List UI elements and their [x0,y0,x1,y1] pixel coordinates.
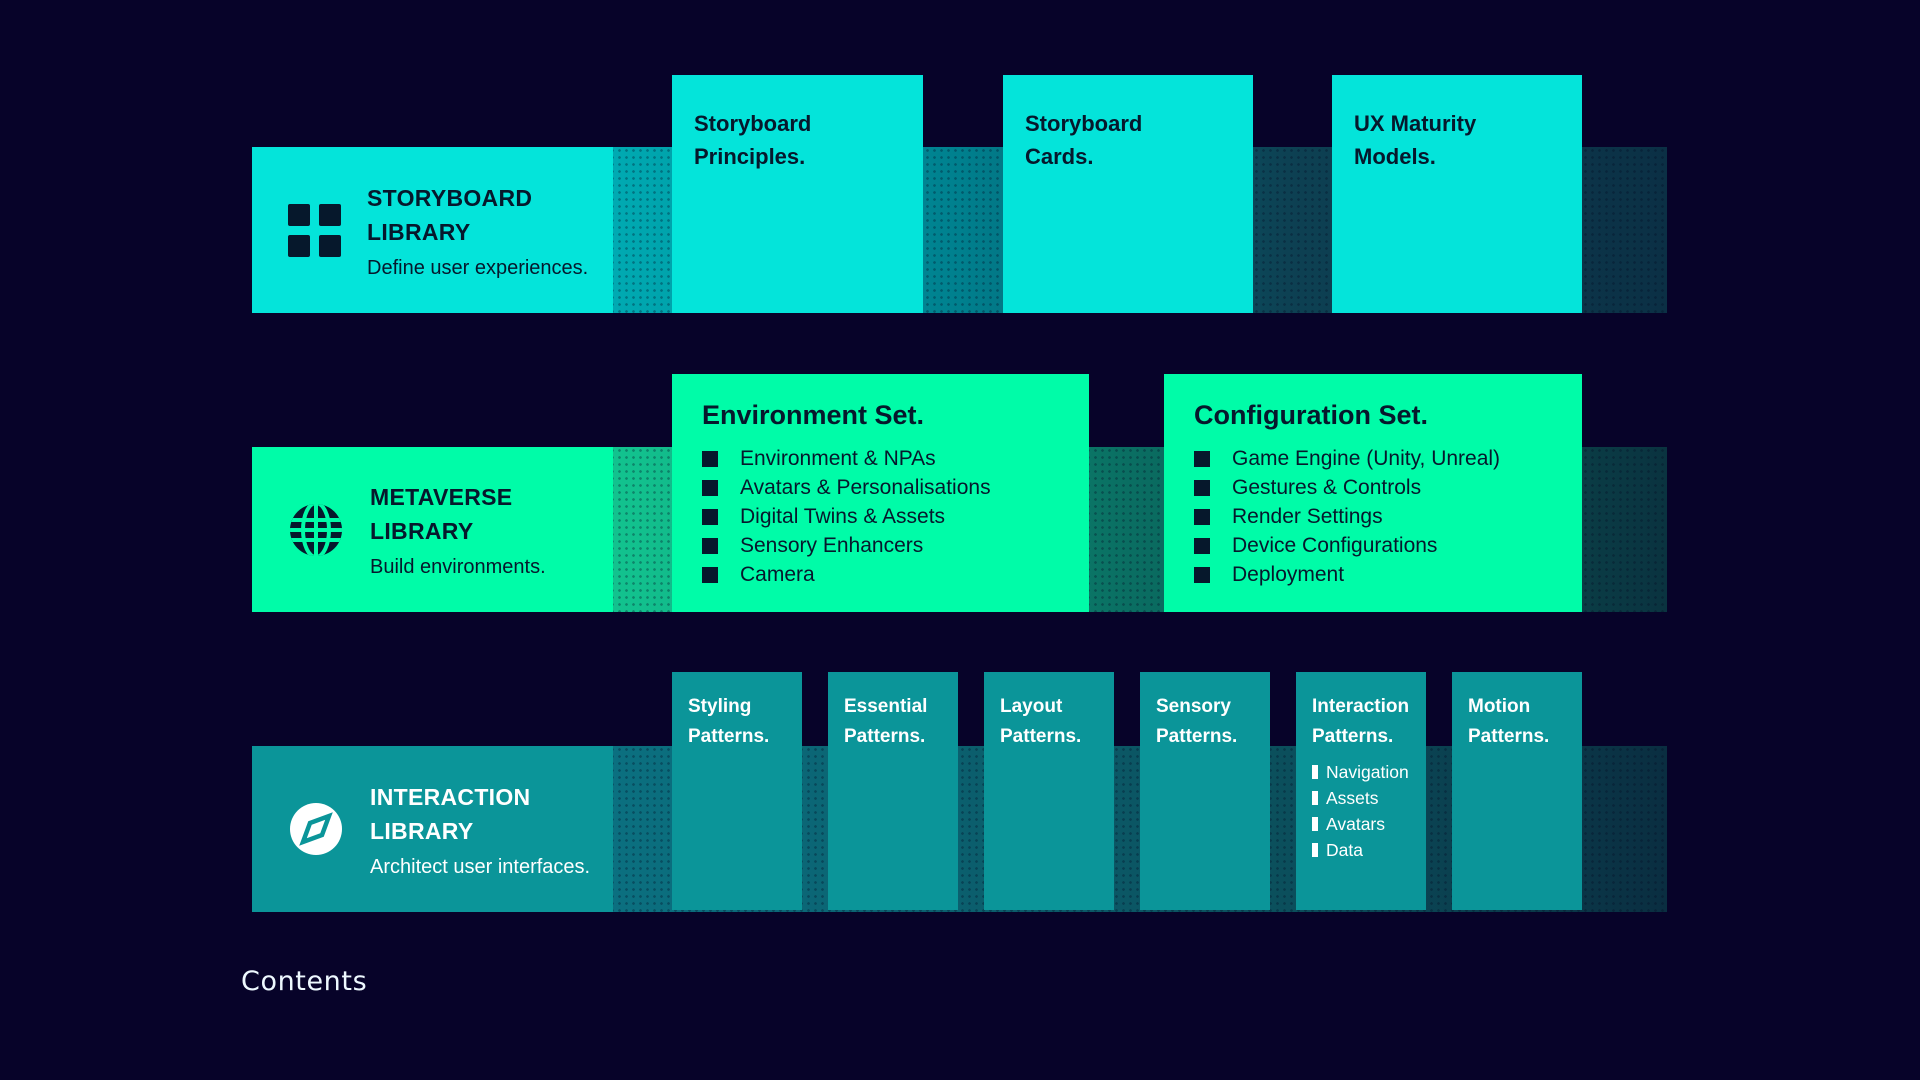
bar-bullet-icon [1312,791,1318,805]
list-item-label: Data [1326,840,1363,860]
list-item-label: Navigation [1326,762,1409,782]
card-storyboard-cards[interactable]: Storyboard Cards. [1003,75,1253,313]
configuration-set-list: Game Engine (Unity, Unreal) Gestures & C… [1194,447,1552,586]
card-title: UX Maturity Models. [1354,111,1477,169]
list-item: Render Settings [1194,505,1552,528]
card-title: Essential Patterns. [844,696,928,747]
square-bullet-icon [702,480,718,496]
card-configuration-set[interactable]: Configuration Set. Game Engine (Unity, U… [1164,374,1582,612]
list-item-label: Deployment [1232,563,1345,586]
square-bullet-icon [702,567,718,583]
card-title: Layout Patterns. [1000,696,1082,747]
list-item: Camera [702,563,1059,586]
card-title: Storyboard Cards. [1025,111,1143,169]
list-item-label: Render Settings [1232,505,1383,528]
square-bullet-icon [1194,480,1210,496]
library-subtitle: Architect user interfaces. [370,855,591,878]
card-interaction-patterns[interactable]: Interaction Patterns. Navigation Assets … [1296,672,1426,910]
interaction-library-block[interactable]: INTERACTION LIBRARY Architect user inter… [252,746,613,912]
card-title: Storyboard Principles. [694,111,812,169]
list-item: Gestures & Controls [1194,476,1552,499]
list-item: Avatars & Personalisations [702,476,1059,499]
list-item: Assets [1312,789,1410,807]
library-title: INTERACTION LIBRARY [370,783,531,844]
page-title: Contents [241,966,368,997]
compass-icon [288,801,344,857]
bar-bullet-icon [1312,843,1318,857]
card-title: Environment Set. [702,400,925,430]
list-item-label: Gestures & Controls [1232,476,1422,499]
square-bullet-icon [702,538,718,554]
list-item: Deployment [1194,563,1552,586]
card-title: Styling Patterns. [688,696,770,747]
list-item: Sensory Enhancers [702,534,1059,557]
square-bullet-icon [702,509,718,525]
list-item-label: Digital Twins & Assets [740,505,946,528]
card-styling-patterns[interactable]: Styling Patterns. [672,672,802,910]
library-title: METAVERSE LIBRARY [370,484,513,544]
grid-icon [288,203,341,257]
card-ux-maturity-models[interactable]: UX Maturity Models. [1332,75,1582,313]
storyboard-library-block[interactable]: STORYBOARD LIBRARY Define user experienc… [252,147,613,313]
card-title: Sensory Patterns. [1156,696,1238,747]
list-item-label: Environment & NPAs [740,447,936,470]
card-storyboard-principles[interactable]: Storyboard Principles. [672,75,923,313]
list-item: Game Engine (Unity, Unreal) [1194,447,1552,470]
environment-set-list: Environment & NPAs Avatars & Personalisa… [702,447,1059,586]
library-subtitle: Define user experiences. [367,256,589,279]
list-item-label: Sensory Enhancers [740,534,924,557]
list-item: Digital Twins & Assets [702,505,1059,528]
list-item-label: Assets [1326,788,1379,808]
square-bullet-icon [1194,538,1210,554]
card-environment-set[interactable]: Environment Set. Environment & NPAs Avat… [672,374,1089,612]
card-title: Configuration Set. [1194,400,1428,430]
library-subtitle: Build environments. [370,556,546,578]
card-sensory-patterns[interactable]: Sensory Patterns. [1140,672,1270,910]
square-bullet-icon [1194,509,1210,525]
list-item: Environment & NPAs [702,447,1059,470]
list-item: Avatars [1312,815,1410,833]
list-item: Data [1312,841,1410,859]
list-item-label: Device Configurations [1232,534,1438,557]
card-motion-patterns[interactable]: Motion Patterns. [1452,672,1582,910]
square-bullet-icon [702,451,718,467]
library-title: STORYBOARD LIBRARY [367,184,533,245]
bar-bullet-icon [1312,817,1318,831]
list-item-label: Avatars & Personalisations [740,476,991,499]
list-item: Device Configurations [1194,534,1552,557]
card-title: Motion Patterns. [1468,696,1550,747]
list-item: Navigation [1312,763,1410,781]
card-layout-patterns[interactable]: Layout Patterns. [984,672,1114,910]
bar-bullet-icon [1312,765,1318,779]
square-bullet-icon [1194,451,1210,467]
list-item-label: Avatars [1326,814,1386,834]
list-item-label: Camera [740,563,815,586]
card-essential-patterns[interactable]: Essential Patterns. [828,672,958,910]
interaction-patterns-list: Navigation Assets Avatars Data [1312,763,1410,859]
square-bullet-icon [1194,567,1210,583]
list-item-label: Game Engine (Unity, Unreal) [1232,447,1501,470]
metaverse-library-block[interactable]: METAVERSE LIBRARY Build environments. [252,447,613,612]
globe-icon [288,502,344,558]
card-title: Interaction Patterns. [1312,696,1410,747]
